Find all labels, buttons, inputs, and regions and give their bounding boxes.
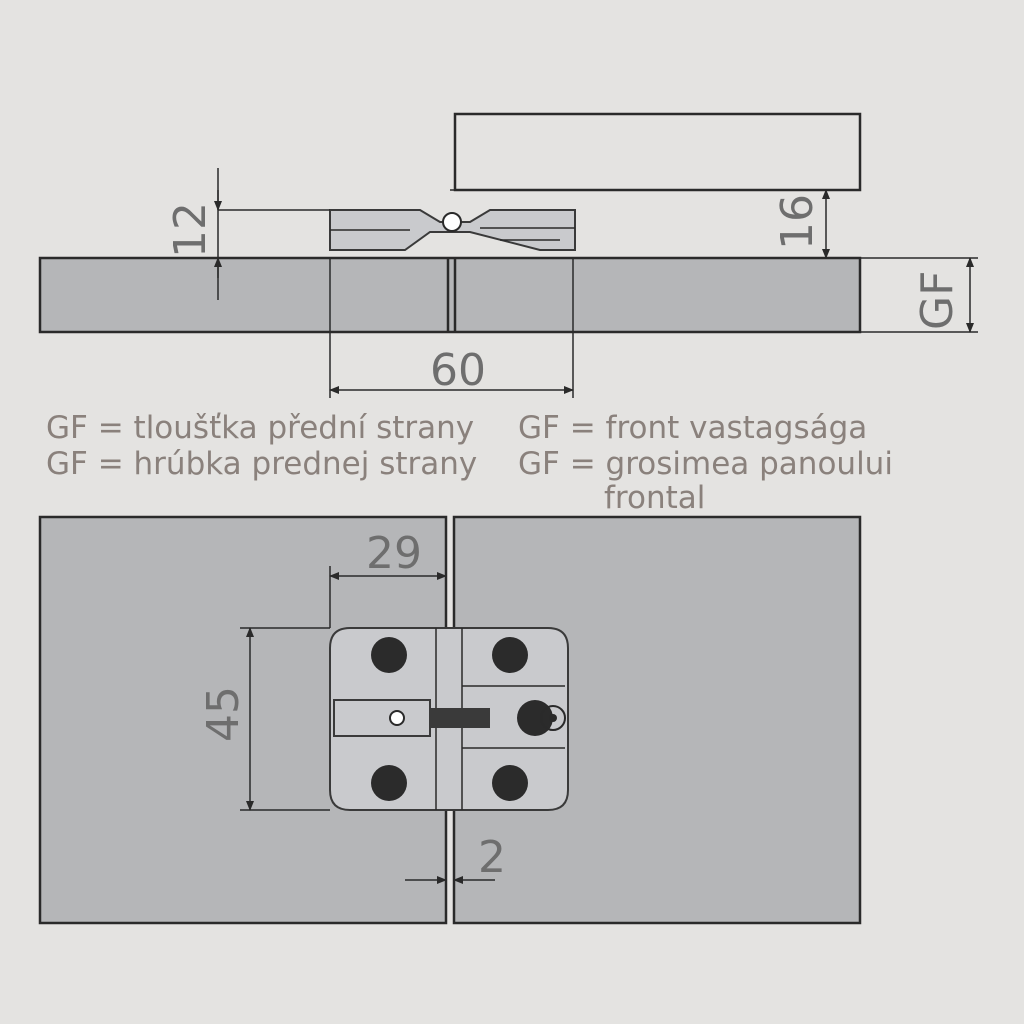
dim-60: 60	[430, 345, 486, 396]
screw-hole-top-right	[492, 637, 528, 673]
dim-gf: GF	[912, 271, 963, 330]
legend-cs: GF = tloušťka přední strany	[46, 410, 474, 446]
carcass-panel	[38, 256, 862, 334]
cam-icon	[517, 700, 553, 736]
legend-ro-cont: frontal	[604, 480, 705, 516]
screw-hole-top-left	[371, 637, 407, 673]
legend-ro: GF = grosimea panoului	[518, 446, 893, 482]
dim-2: 2	[478, 832, 506, 883]
screw-hole-bottom-left	[371, 765, 407, 801]
dim-16: 16	[772, 194, 823, 250]
adjust-slot	[333, 699, 431, 737]
adjust-screw-icon	[389, 710, 405, 726]
legend-hu: GF = front vastagsága	[518, 410, 867, 446]
legend: GF = tloušťka přední strany GF = hrúbka …	[46, 410, 893, 516]
screw-hole-bottom-right	[492, 765, 528, 801]
pivot-pin	[442, 212, 462, 232]
legend-sk: GF = hrúbka prednej strany	[46, 446, 477, 482]
dim-29: 29	[366, 528, 422, 579]
dim-45: 45	[198, 686, 249, 742]
top-view: 29 45 2	[38, 515, 862, 925]
side-view: 12 16 GF 60	[38, 112, 978, 398]
door-panel	[453, 112, 862, 192]
dim-12: 12	[165, 202, 216, 258]
